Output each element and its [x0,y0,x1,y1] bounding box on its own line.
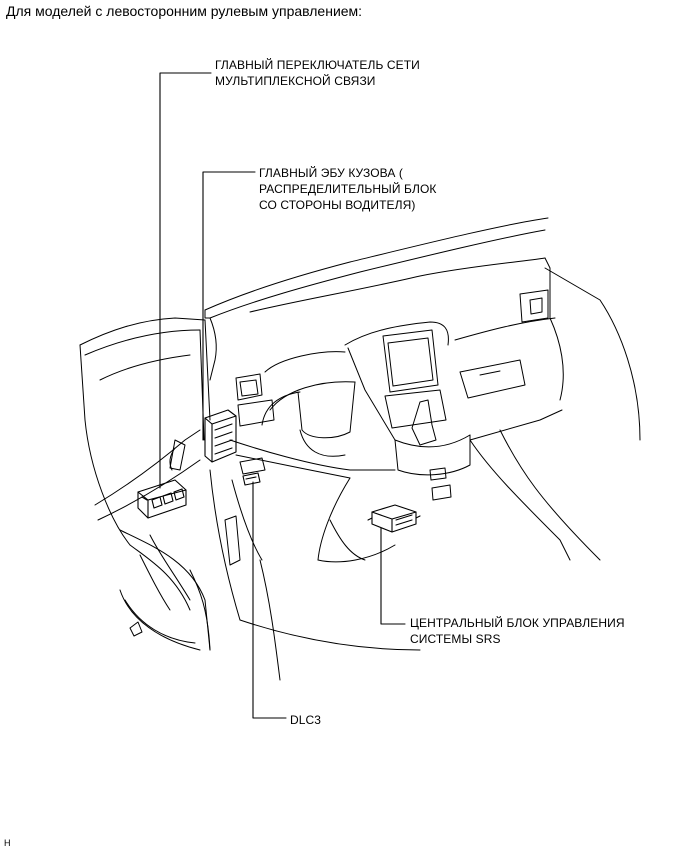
leader-lines [159,72,406,719]
master-switch-panel [137,479,187,519]
driver-door [79,317,211,651]
label-line: ГЛАВНЫЙ ПЕРЕКЛЮЧАТЕЛЬ СЕТИ [215,58,420,72]
passenger-side-dash [454,267,641,561]
label-dlc3: DLC3 [290,712,321,728]
leader-line-srs [380,527,406,625]
a-pillar-and-floor [199,319,421,681]
leader-line-ecu [202,171,256,441]
label-srs-center-unit: ЦЕНТРАЛЬНЫЙ БЛОК УПРАВЛЕНИЯ СИСТЕМЫ SRS [410,615,625,647]
label-line: РАСПРЕДЕЛИТЕЛЬНЫЙ БЛОК [259,182,437,196]
dashboard-outline [204,217,564,401]
label-line: МУЛЬТИПЛЕКСНОЙ СВЯЗИ [215,74,376,88]
center-console [344,321,471,501]
label-line: ГЛАВНЫЙ ЭБУ КУЗОВА ( [259,166,404,180]
label-main-body-ecu: ГЛАВНЫЙ ЭБУ КУЗОВА ( РАСПРЕДЕЛИТЕЛЬНЫЙ Б… [259,165,436,213]
label-line: ЦЕНТРАЛЬНЫЙ БЛОК УПРАВЛЕНИЯ [410,616,625,630]
label-multiplex-network-master-switch: ГЛАВНЫЙ ПЕРЕКЛЮЧАТЕЛЬ СЕТИ МУЛЬТИПЛЕКСНО… [215,57,420,89]
leader-line-dlc [252,481,287,719]
label-line: СО СТОРОНЫ ВОДИТЕЛЯ) [259,198,416,212]
corner-mark: H [4,838,11,848]
label-line: СИСТЕМЫ SRS [410,632,501,646]
dlc3-connector [242,472,261,486]
main-body-ecu [204,409,237,463]
lower-dash [229,439,396,563]
srs-airbag-sensor [367,504,421,533]
leader-line-switch [159,72,212,489]
diagram-heading: Для моделей с левосторонним рулевым упра… [6,3,363,19]
label-line: DLC3 [290,713,322,727]
instrument-cluster [235,351,356,457]
